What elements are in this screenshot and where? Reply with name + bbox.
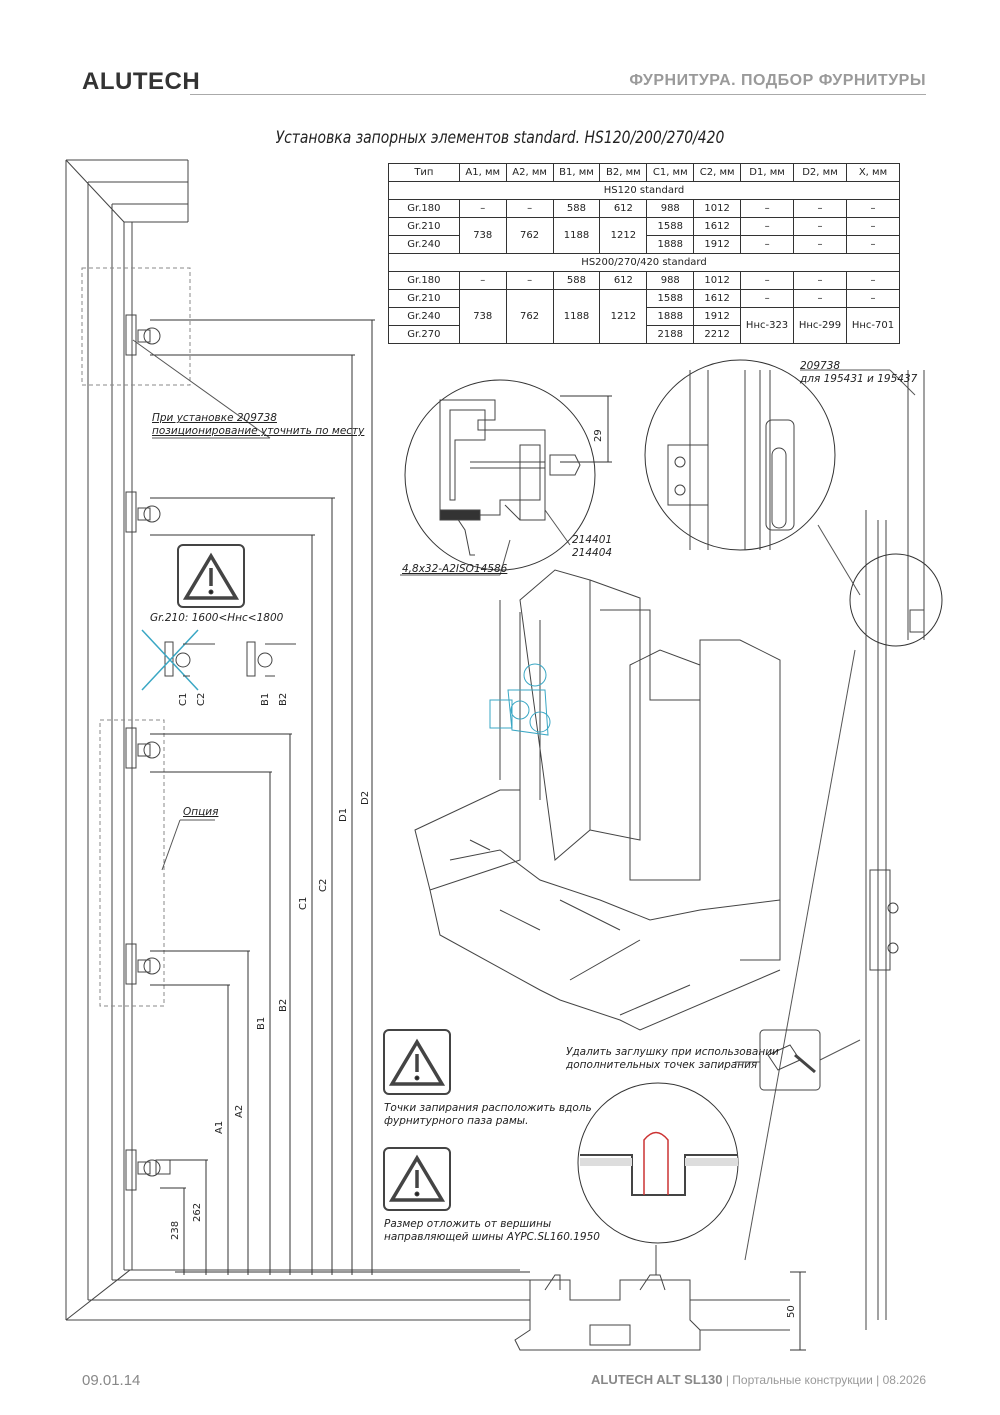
dim-c2: C2	[318, 878, 329, 892]
brand-logo: ALUTECH	[82, 68, 201, 95]
part-209738-note: для 195431 и 195437	[800, 373, 918, 385]
header-rule	[190, 94, 926, 95]
gr210-range: Gr.210: 1600<Hнс<1800	[150, 612, 284, 624]
cell: –	[845, 199, 901, 218]
footer-issue: 08.2026	[882, 1373, 926, 1387]
hammer-icon	[759, 1029, 821, 1091]
warning-icon	[177, 544, 245, 608]
warning-icon	[383, 1029, 451, 1095]
cell: 738	[458, 217, 507, 254]
dim-238: 238	[170, 1220, 181, 1240]
small-dim-b1: B1	[260, 692, 271, 706]
correct-pin	[246, 641, 296, 677]
profile-isometric	[414, 569, 781, 1031]
crossed-pin	[141, 629, 215, 691]
detail-circle-groove	[577, 1082, 739, 1244]
leader-lines	[132, 339, 916, 1261]
detail-circle-fitting	[644, 359, 836, 551]
table-row: Gr.180 – – 588 612 988 1012 – – –	[388, 199, 901, 218]
dim-29: 29	[593, 429, 604, 442]
dim-a2: A2	[234, 1104, 245, 1118]
spec-table: Тип A1, мм A2, мм B1, мм B2, мм C1, мм C…	[388, 163, 901, 344]
table-row: Gr.270 2188 2212	[388, 325, 900, 344]
cell: 762	[505, 217, 554, 254]
dim-262: 262	[192, 1202, 203, 1222]
cell: 2188	[646, 325, 695, 344]
table-row: Gr.180 – – 588 612 988 1012 – – –	[388, 271, 901, 290]
small-dim-b2: B2	[278, 692, 289, 706]
lock-points-line1: Точки запирания расположить вдоль	[384, 1102, 592, 1114]
lock-bar	[849, 370, 943, 1330]
footer-separator: |	[722, 1373, 733, 1387]
size-from-line1: Размер отложить от вершины	[384, 1218, 552, 1230]
cell: –	[740, 199, 795, 218]
cell: Gr.270	[388, 325, 460, 344]
footer-info: ALUTECH ALT SL130 | Портальные конструкц…	[591, 1372, 926, 1387]
table-row: Gr.210 738 762 1188 1212 1588 1612 – – –	[388, 289, 901, 344]
cell: Hнс-323	[740, 307, 795, 344]
dim-d1: D1	[338, 807, 349, 822]
remove-plug-line2: дополнительных точек запирания	[566, 1059, 758, 1071]
dim-a1: A1	[214, 1120, 225, 1134]
cell: 1188	[552, 217, 601, 254]
cell: 762	[505, 289, 554, 344]
remove-plug-line1: Удалить заглушку при использовании	[566, 1046, 779, 1058]
cell: Hнс-701	[845, 307, 901, 344]
detail-circle-profile	[404, 379, 596, 571]
dim-b1: B1	[256, 1016, 267, 1030]
section-title: ФУРНИТУРА. ПОДБОР ФУРНИТУРЫ	[629, 72, 926, 89]
footer-date: 09.01.14	[82, 1372, 141, 1389]
option-label: Опция	[183, 806, 219, 818]
cell: Gr.180	[388, 199, 460, 218]
footer-separator: |	[872, 1373, 883, 1387]
part-214401: 214401	[572, 534, 613, 546]
table-header-row: Тип A1, мм A2, мм B1, мм B2, мм C1, мм C…	[388, 163, 901, 182]
part-209738-number: 209738	[800, 360, 841, 372]
screw-label: 4,8x32-A2ISO14586	[402, 563, 508, 575]
dimension-lines	[150, 319, 806, 1351]
dim-c1: C1	[298, 896, 309, 910]
warning-icon	[383, 1147, 451, 1211]
locking-pins	[125, 314, 171, 1191]
part-214404: 214404	[572, 547, 613, 559]
small-dim-c1: C1	[178, 692, 189, 706]
install-note-line2: позиционирование уточнить по месту	[152, 425, 365, 437]
footer-desc: Портальные конструкции	[732, 1373, 873, 1387]
size-from-line2: направляющей шины AYPC.SL160.1950	[384, 1231, 600, 1243]
cell: 2212	[693, 325, 742, 344]
cell: 1188	[552, 289, 601, 344]
dim-d2: D2	[360, 790, 371, 805]
cell: –	[740, 235, 795, 254]
dim-50: 50	[786, 1305, 797, 1318]
lock-points-line2: фурнитурного паза рамы.	[384, 1115, 529, 1127]
frame-outline	[65, 159, 530, 1321]
dim-b2: B2	[278, 998, 289, 1012]
cell: 738	[458, 289, 507, 344]
bottom-rail	[514, 1245, 790, 1351]
install-note-line1: При установке 209738	[152, 412, 277, 424]
cell: Gr.210	[388, 217, 460, 236]
locking-element-highlight	[489, 663, 551, 736]
footer-product: ALUTECH ALT SL130	[591, 1372, 723, 1387]
small-dim-c2: C2	[196, 692, 207, 706]
page-title: Установка запорных элементов standard. H…	[275, 128, 725, 148]
